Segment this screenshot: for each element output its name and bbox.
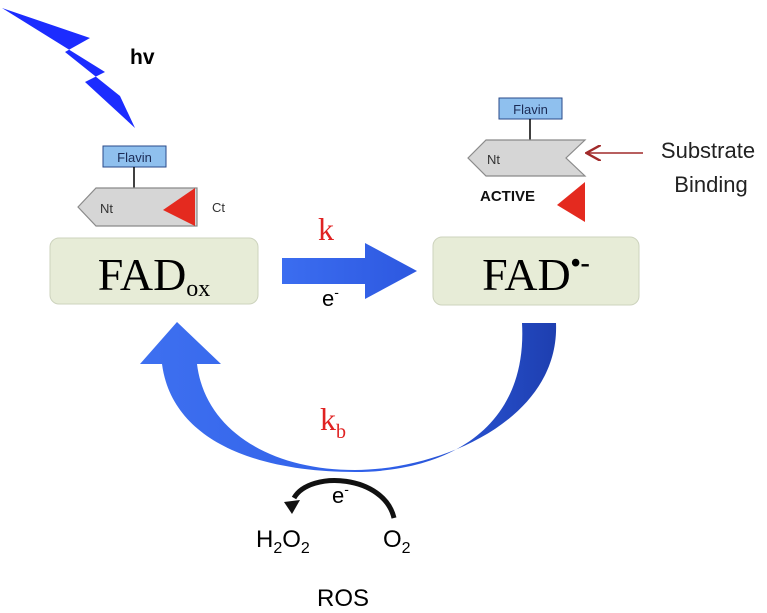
back-rate-label: kb — [320, 401, 346, 443]
left-domain-body — [77, 187, 198, 227]
right-domain: Flavin Nt ACTIVE — [467, 97, 587, 222]
right-domain-body — [467, 139, 587, 177]
h2o2-label: H2O2 — [256, 526, 310, 557]
substrate-line2: Binding — [674, 172, 747, 197]
left-ct-triangle — [163, 188, 195, 226]
back-reaction-arrow — [140, 322, 557, 472]
right-state-label: ACTIVE — [480, 188, 535, 205]
right-ct-triangle — [557, 182, 585, 222]
ros-label: ROS — [317, 585, 369, 612]
fad-ox-label: FADox — [98, 249, 211, 302]
left-domain: Flavin Nt Ct — [77, 145, 225, 227]
left-ct-label: Ct — [212, 200, 225, 215]
fad-ox-box — [49, 237, 259, 305]
light-label: hv — [130, 46, 155, 69]
substrate-line1: Substrate — [661, 138, 755, 163]
fad-radical-box — [432, 236, 640, 306]
fad-radical-label: FAD•- — [482, 248, 590, 300]
left-nt-label: Nt — [100, 201, 113, 216]
ros-electron-label: e- — [332, 481, 349, 508]
forward-electron-label: e- — [322, 284, 339, 311]
right-flavin-label: Flavin — [513, 102, 548, 117]
ros-arc — [291, 478, 397, 519]
o2-label: O2 — [383, 526, 411, 557]
ros-arc-head — [284, 500, 300, 514]
forward-arrow — [282, 243, 417, 299]
left-flavin-label: Flavin — [117, 150, 152, 165]
forward-rate-label: k — [318, 211, 334, 247]
lightning-bolt-icon — [2, 8, 135, 128]
right-nt-label: Nt — [487, 152, 500, 167]
